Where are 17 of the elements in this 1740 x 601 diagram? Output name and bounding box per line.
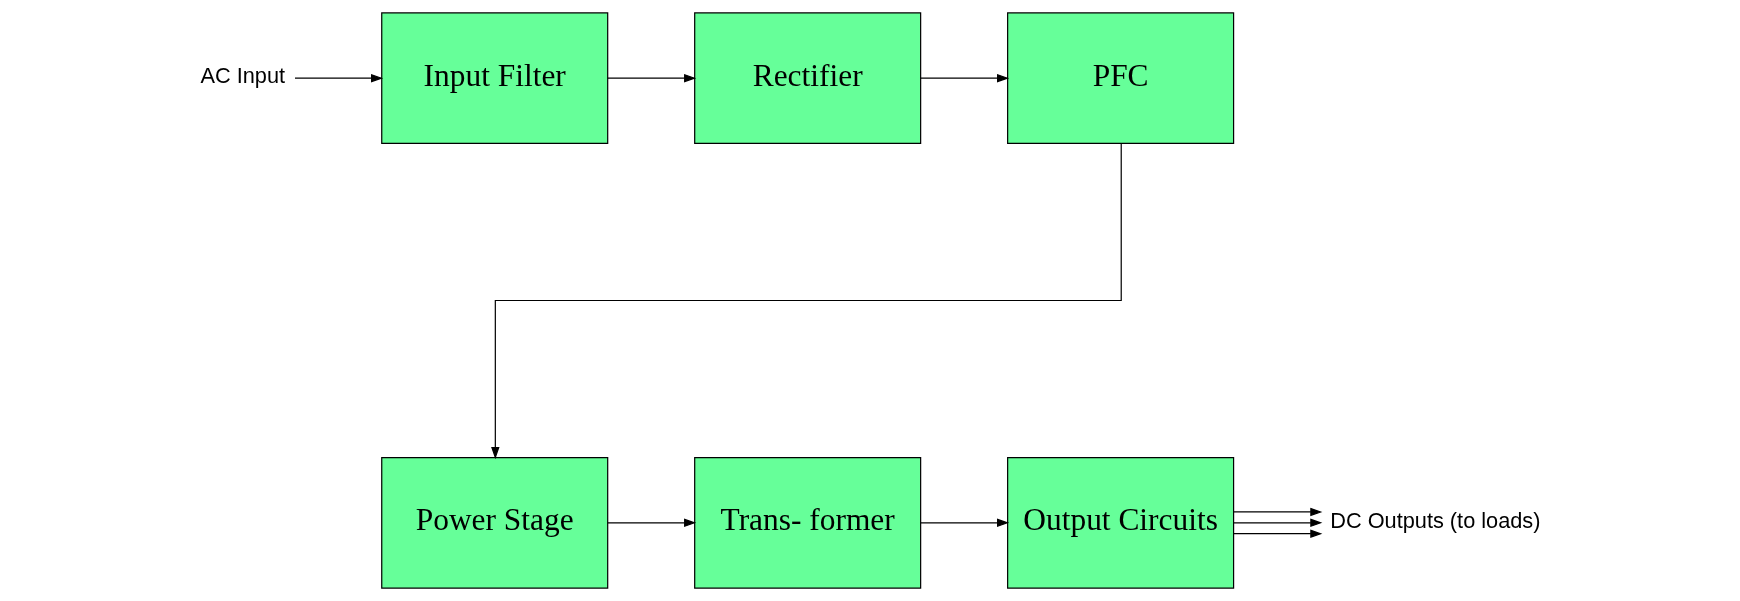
node-text: DC Outputs (to loads) <box>1329 508 1540 534</box>
node-text: AC Input <box>200 63 285 89</box>
node-box: Trans- former <box>693 456 921 589</box>
arrow <box>606 73 696 83</box>
arrow <box>1232 507 1322 517</box>
arrow <box>490 143 1122 460</box>
arrow <box>919 518 1009 528</box>
arrow <box>919 73 1009 83</box>
node-box: Input Filter <box>380 12 608 145</box>
node-box: Power Stage <box>380 456 608 589</box>
node-box: Rectifier <box>693 12 921 145</box>
arrow <box>1232 518 1322 528</box>
arrow <box>293 73 383 83</box>
node-box: Output Circuits <box>1006 456 1234 589</box>
arrow <box>606 518 696 528</box>
node-box: PFC <box>1006 12 1234 145</box>
arrow <box>1232 529 1322 538</box>
